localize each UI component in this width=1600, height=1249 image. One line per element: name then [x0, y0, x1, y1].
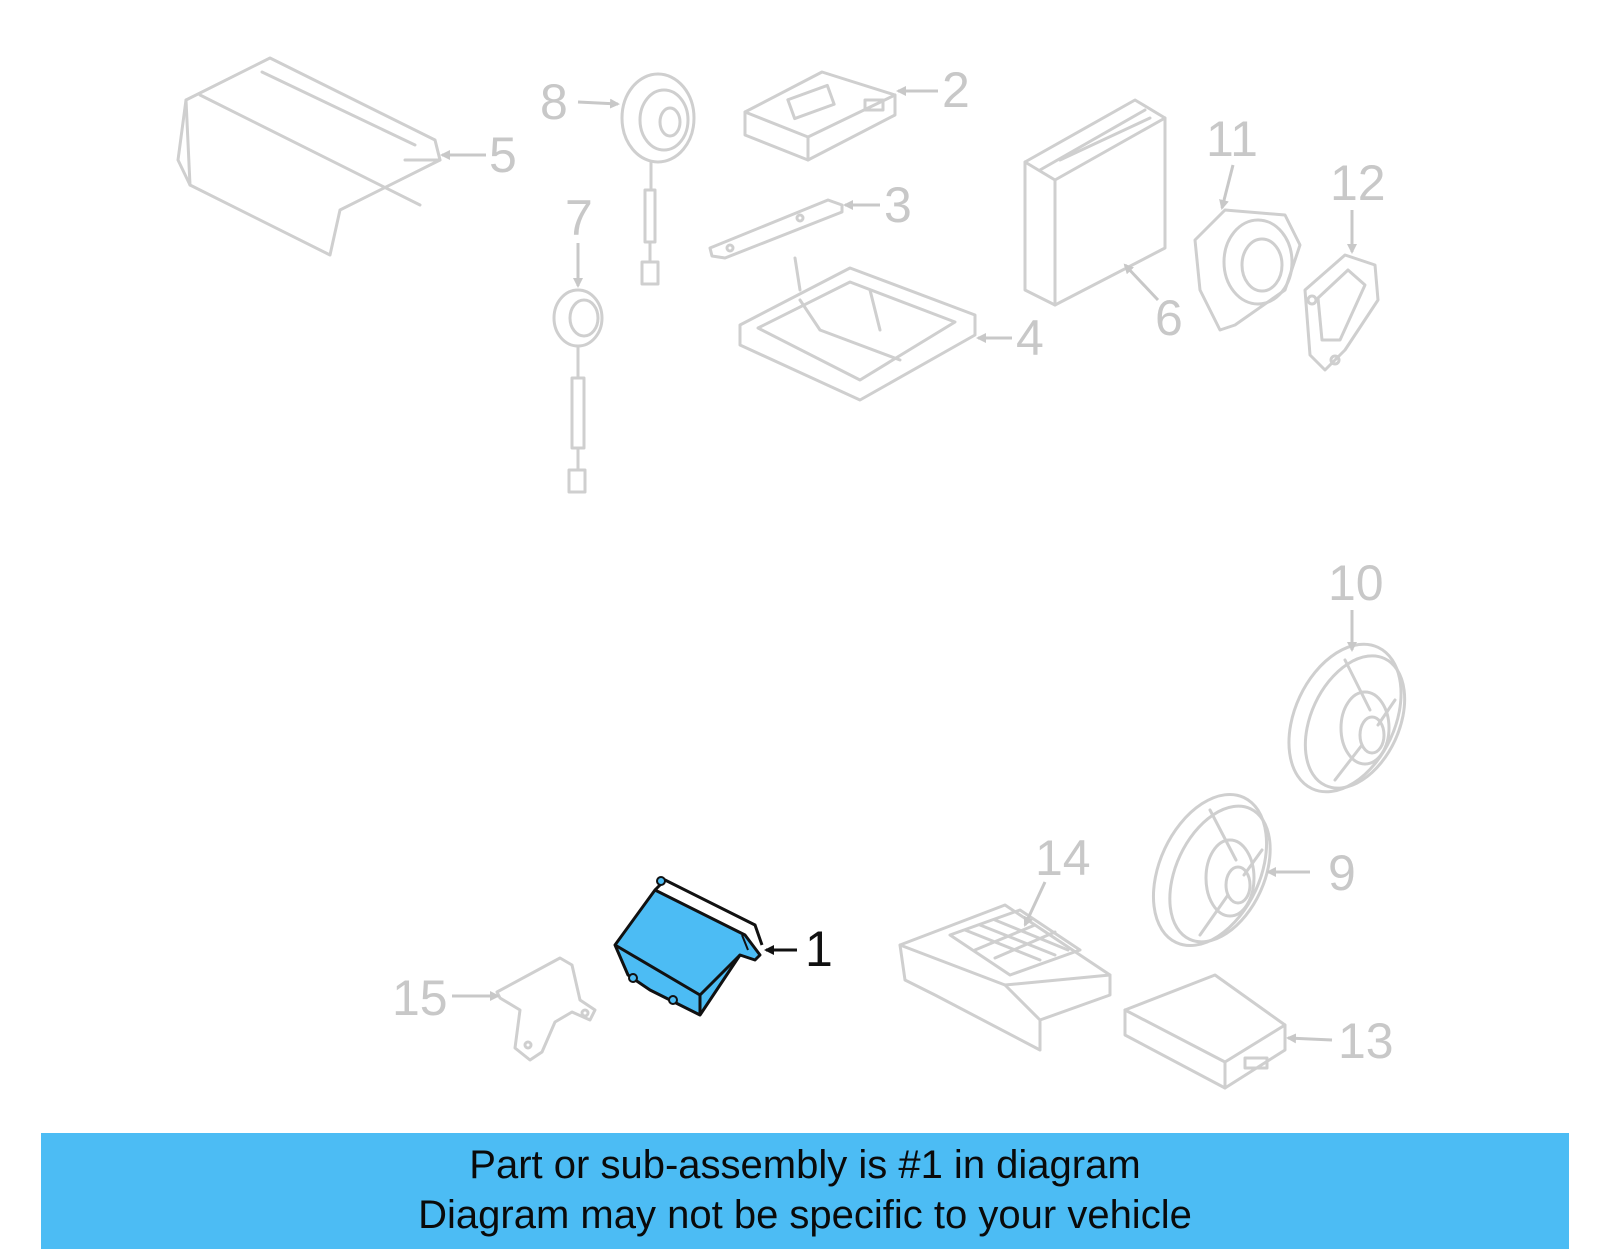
part-15-bracket — [495, 956, 597, 1062]
part-10-woofer — [1287, 642, 1407, 794]
callout-14: 14 — [1035, 830, 1091, 886]
part-2-control-module — [743, 70, 897, 162]
leader-lines — [440, 86, 1357, 1044]
callout-9: 9 — [1328, 845, 1356, 901]
info-banner: Part or sub-assembly is #1 in diagram Di… — [41, 1133, 1569, 1249]
part-14-vented-module — [898, 903, 1112, 1052]
part-8-speaker — [620, 72, 696, 286]
callout-5: 5 — [489, 127, 517, 183]
callout-7: 7 — [565, 190, 593, 246]
callout-15: 15 — [392, 970, 448, 1026]
callout-6: 6 — [1155, 290, 1183, 346]
banner-line-1: Part or sub-assembly is #1 in diagram — [469, 1143, 1141, 1187]
callout-8: 8 — [540, 74, 568, 130]
callout-2: 2 — [942, 62, 970, 118]
part-1-highlighted-box[interactable] — [613, 876, 764, 1017]
banner-line-2: Diagram may not be specific to your vehi… — [418, 1193, 1192, 1237]
callout-12: 12 — [1330, 155, 1386, 211]
callout-4: 4 — [1016, 310, 1044, 366]
callout-13: 13 — [1338, 1013, 1394, 1069]
callout-1: 1 — [805, 921, 833, 977]
part-9-woofer — [1151, 792, 1272, 948]
part-6-amplifier — [1023, 98, 1167, 307]
callout-10: 10 — [1328, 555, 1384, 611]
callout-11: 11 — [1206, 111, 1258, 167]
part-3-bracket — [708, 198, 844, 260]
callout-3: 3 — [884, 177, 912, 233]
part-11-speaker-housing — [1193, 208, 1302, 332]
part-4-tray — [738, 256, 977, 402]
part-12-cover-plate — [1303, 253, 1380, 372]
part-7-tweeter — [552, 288, 604, 494]
part-13-module — [1123, 973, 1287, 1090]
part-5-armrest-cover — [176, 56, 442, 257]
